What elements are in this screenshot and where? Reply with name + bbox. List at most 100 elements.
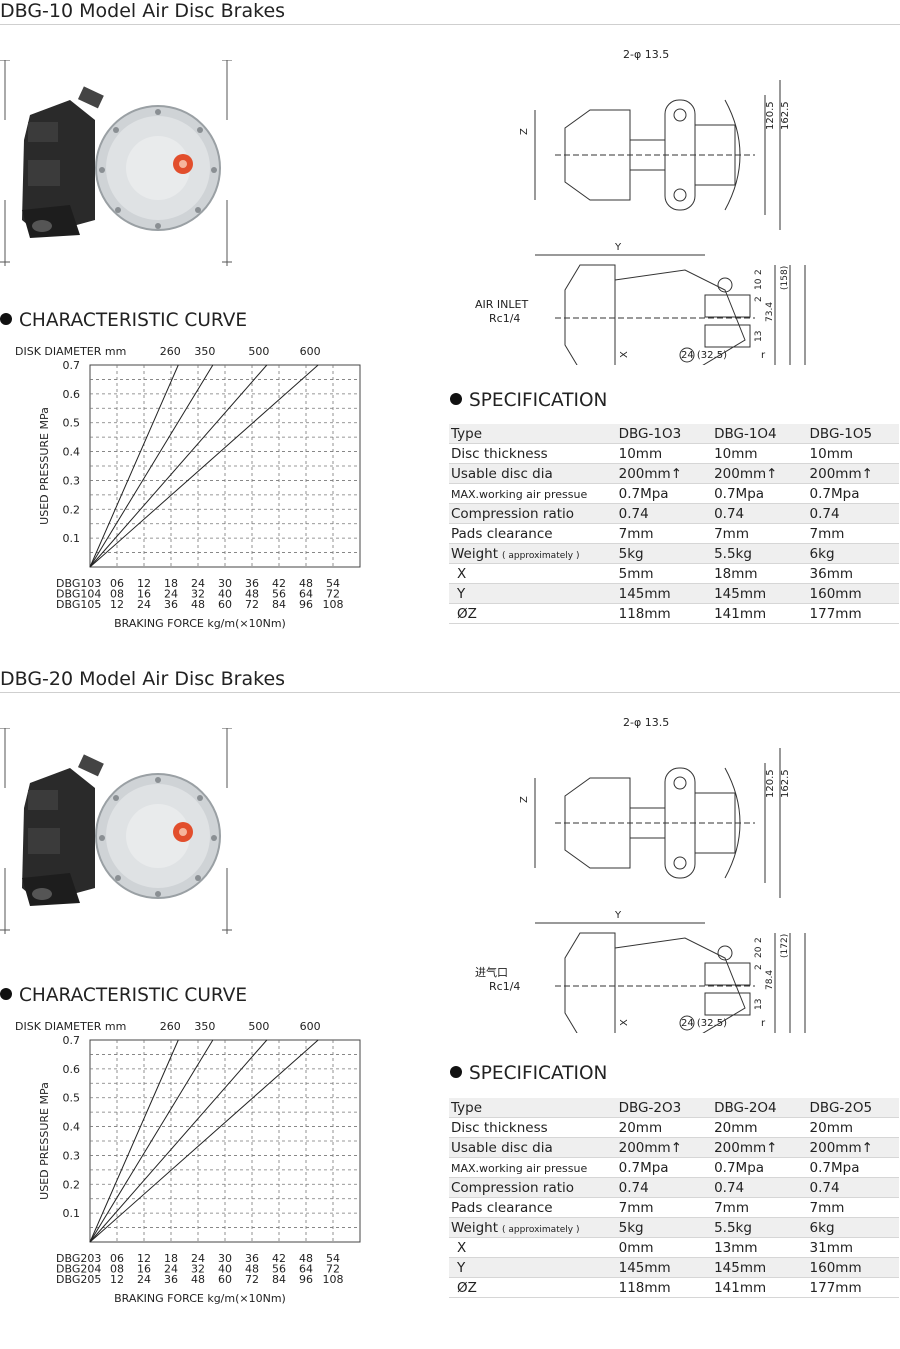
spec-row-label: Usable disc dia	[449, 463, 613, 484]
spec-value: 20mm	[803, 1117, 899, 1138]
spec-value: 0.7Mpa	[803, 483, 899, 504]
section-divider	[0, 692, 900, 693]
spec-label-text: Compression ratio	[451, 1179, 575, 1196]
spec-label-note: ( approximately )	[502, 1224, 580, 1235]
bullet-icon	[450, 1066, 462, 1078]
drawing-label-dh: (172)	[780, 934, 790, 958]
spec-value: 36mm	[803, 563, 899, 584]
drawing-label-x: X	[619, 351, 630, 358]
x-tick-label: 08	[110, 588, 124, 601]
x-tick-label: 16	[137, 588, 151, 601]
spec-value: 0.74	[612, 503, 709, 524]
spec-header-cell: Type	[449, 424, 613, 444]
series-label: 600	[300, 1020, 321, 1033]
spec-value: 145mm	[612, 1257, 709, 1278]
x-tick-label: 18	[164, 1252, 178, 1265]
x-tick-label: 56	[272, 1263, 286, 1276]
drawing-label-r: r	[761, 350, 766, 361]
drawing-label-z: Z	[519, 796, 530, 803]
spec-row-label: ØZ	[449, 1277, 613, 1298]
x-tick-label: 72	[326, 588, 340, 601]
x-tick-label: 32	[191, 1263, 205, 1276]
spec-value: 7mm	[708, 1197, 804, 1218]
x-tick-label: 84	[272, 598, 286, 611]
x-axis-label: BRAKING FORCE kg/m(×10Nm)	[114, 1292, 286, 1305]
spec-label-text: Y	[457, 1259, 466, 1276]
section-dbg10: DBG-10 Model Air Disc Brakes CHARACTERIS…	[0, 0, 900, 660]
section-dbg20: DBG-20 Model Air Disc Brakes CHARACTERIS…	[0, 668, 900, 1349]
spec-header-cell: DBG-1O5	[803, 424, 899, 444]
x-tick-label: 40	[218, 588, 232, 601]
spec-label-text: Disc thickness	[451, 1119, 548, 1136]
spec-row-label: X	[449, 1237, 613, 1258]
spec-value: 5kg	[612, 1217, 709, 1238]
bullet-icon	[0, 313, 12, 325]
bullet-icon	[450, 393, 462, 405]
spec-row-label: Pads clearance	[449, 523, 613, 544]
spec-header-cell: Type	[449, 1098, 613, 1118]
spec-value: 200mm↑	[803, 463, 899, 484]
y-tick-label: 0.2	[63, 1178, 81, 1191]
spec-label-text: Pads clearance	[451, 1199, 553, 1216]
spec-value: 13mm	[708, 1237, 804, 1258]
x-tick-label: 08	[110, 1263, 124, 1276]
drawing-label-d73: 73.4	[765, 302, 775, 322]
spec-value: 7mm	[803, 523, 899, 544]
spec-value: 0.74	[612, 1177, 709, 1198]
x-tick-label: 48	[245, 1263, 259, 1276]
x-tick-label: 48	[245, 588, 259, 601]
drawing-label-y: Y	[614, 910, 622, 921]
y-tick-label: 0.5	[63, 1092, 81, 1105]
x-tick-label: 108	[323, 1273, 344, 1286]
x-tick-label: 12	[137, 577, 151, 590]
series-line-600	[89, 1039, 319, 1243]
x-row-name: DBG204	[56, 1263, 101, 1276]
spec-value: 5kg	[612, 543, 709, 564]
spec-value: 7mm	[612, 523, 709, 544]
spec-label-text: X	[457, 565, 467, 582]
x-tick-label: 18	[164, 577, 178, 590]
y-tick-label: 0.1	[63, 532, 81, 545]
x-row-name: DBG104	[56, 588, 101, 601]
spec-label-text: MAX.working air pressue	[451, 487, 588, 501]
x-tick-label: 42	[272, 577, 286, 590]
x-tick-label: 48	[299, 1252, 313, 1265]
spec-label-text: MAX.working air pressue	[451, 1161, 588, 1175]
drawing-label-d24: 24 (32.5)	[681, 1018, 727, 1029]
drawing-label-z: Z	[519, 128, 530, 135]
spec-value: 160mm	[803, 1257, 899, 1278]
y-tick-label: 0.6	[63, 388, 81, 401]
spec-header-cell: DBG-1O3	[612, 424, 709, 444]
x-tick-label: 24	[137, 598, 151, 611]
spec-value: 0.74	[708, 503, 804, 524]
series-line-350	[89, 1039, 214, 1243]
spec-value: 200mm↑	[708, 1137, 804, 1158]
spec-row-label: ØZ	[449, 603, 613, 624]
specification-heading: SPECIFICATION	[450, 390, 607, 411]
spec-value: 10mm	[803, 443, 899, 464]
drawing-label-dh: (158)	[780, 266, 790, 290]
x-row-name: DBG105	[56, 598, 101, 611]
x-tick-label: 24	[137, 1273, 151, 1286]
drawing-label-holes: 2-φ 13.5	[623, 48, 669, 61]
x-tick-label: 96	[299, 1273, 313, 1286]
spec-label-text: Usable disc dia	[451, 1139, 553, 1156]
series-line-350	[89, 364, 214, 568]
spec-value: 5.5kg	[708, 543, 804, 564]
y-tick-label: 0.1	[63, 1207, 81, 1220]
spec-value: 0.7Mpa	[708, 1157, 804, 1178]
series-label: 600	[300, 345, 321, 358]
section-title: DBG-20 Model Air Disc Brakes	[0, 668, 286, 690]
